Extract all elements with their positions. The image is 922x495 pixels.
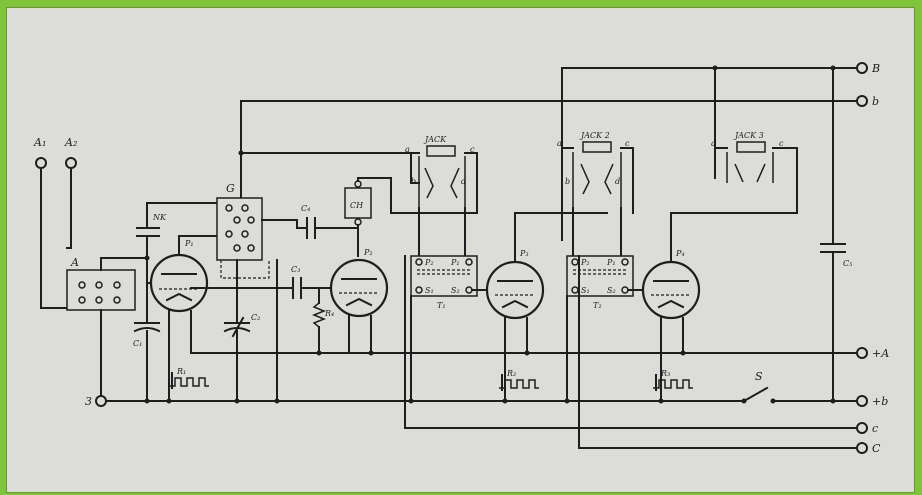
- label-ch: CH: [350, 201, 364, 210]
- t2-pin-s2: S₂: [607, 286, 616, 295]
- label-terminal-c-small: c: [872, 422, 878, 435]
- jack-1-pin-a: a: [405, 145, 410, 154]
- label-t2: T₂: [593, 301, 602, 310]
- schematic-diagram: A₁ A₂ A NK C₁ P₁ R₁ G C₂ C₄: [33, 62, 889, 455]
- label-p3: P₃: [519, 249, 529, 258]
- label-p2: P₂: [363, 248, 373, 257]
- label-c3: C₃: [291, 265, 300, 274]
- wire-a1: [40, 167, 68, 309]
- jack-1-head: [426, 145, 456, 157]
- terminal-b-plus[interactable]: [856, 62, 868, 74]
- label-terminal-b-small: b: [872, 95, 879, 108]
- switch-s[interactable]: [742, 386, 769, 403]
- condenser-c1: [133, 322, 161, 333]
- label-g: G: [226, 182, 235, 195]
- t2-pin-p1: P₂: [580, 258, 590, 267]
- jack-1-pin-d: d: [461, 177, 466, 186]
- terminal-plus-b[interactable]: [856, 395, 868, 407]
- jack-2-pin-d: d: [615, 177, 620, 186]
- jack-1-pin-b: b: [411, 177, 416, 186]
- jack-3-pin-a: a: [711, 139, 716, 148]
- grid-leak-r4: [311, 302, 327, 328]
- rheostat-r3: [653, 379, 693, 389]
- antenna-terminal-a1[interactable]: [35, 157, 47, 169]
- condenser-c4: [306, 217, 316, 239]
- antenna-terminal-a2[interactable]: [65, 157, 77, 169]
- label-c1: C₁: [133, 339, 142, 348]
- label-terminal-c: C: [872, 442, 881, 455]
- label-r2: R₂: [506, 369, 516, 378]
- label-a: A: [70, 256, 79, 269]
- label-p1: P₁: [184, 239, 194, 248]
- wire-nk-up: [146, 202, 242, 229]
- wire-var-top: [100, 257, 148, 271]
- condenser-c5: [820, 243, 846, 253]
- label-jack-2: JACK 2: [579, 131, 610, 140]
- label-a2: A₂: [64, 136, 77, 149]
- terminal-c-big[interactable]: [856, 442, 868, 454]
- transformer-t1: [410, 255, 478, 297]
- label-r1: R₁: [176, 367, 186, 376]
- choke-ch: [344, 187, 372, 219]
- label-a1: A₁: [33, 136, 46, 149]
- tube-p4: [641, 260, 701, 320]
- wire-a2: [66, 167, 72, 249]
- label-nk: NK: [152, 213, 167, 222]
- t1-pin-s1: S₁: [425, 286, 434, 295]
- label-terminal-plus-b: +b: [872, 395, 888, 408]
- t2-pin-p2: P₁: [606, 258, 616, 267]
- jack-2-pin-a: a: [557, 139, 562, 148]
- transformer-t2: [566, 255, 634, 297]
- t2-pin-s1: S₁: [581, 286, 590, 295]
- schematic-paper: A₁ A₂ A NK C₁ P₁ R₁ G C₂ C₄: [6, 7, 915, 493]
- condenser-c3: [292, 277, 302, 299]
- label-jack-1: JACK: [423, 135, 447, 144]
- label-jack-3: JACK 3: [733, 131, 764, 140]
- label-p4: P₄: [675, 249, 685, 258]
- t1-pin-s2: S₂: [451, 286, 460, 295]
- label-r4: R₄: [324, 309, 334, 318]
- terminal-plus-a[interactable]: [856, 347, 868, 359]
- label-ground: 3: [85, 395, 92, 408]
- tube-p1: [149, 253, 209, 313]
- rheostat-r1: [169, 377, 209, 387]
- label-terminal-plus-a: +A: [872, 347, 889, 360]
- tube-p3: [485, 260, 545, 320]
- condenser-nk: [136, 227, 160, 237]
- label-c2: C₂: [251, 313, 260, 322]
- t1-pin-p2: P₁: [450, 258, 460, 267]
- ground-terminal[interactable]: [95, 395, 107, 407]
- rheostat-r2: [499, 379, 539, 389]
- label-r3: R₃: [660, 369, 670, 378]
- terminal-b[interactable]: [856, 95, 868, 107]
- jack-3-head: [736, 141, 766, 153]
- variometer-a: [66, 269, 136, 311]
- t1-pin-p1: P₂: [424, 258, 434, 267]
- jack-2-pin-c: c: [625, 139, 630, 148]
- label-c5: C₅: [843, 259, 853, 268]
- terminal-c[interactable]: [856, 422, 868, 434]
- jack-3-pin-c: c: [779, 139, 784, 148]
- label-terminal-b: B: [871, 62, 880, 75]
- label-s: S: [755, 370, 763, 383]
- jack-2-pin-b: b: [565, 177, 570, 186]
- label-c4: C₄: [301, 204, 310, 213]
- jack-2-head: [582, 141, 612, 153]
- jack-1-pin-c: c: [470, 145, 475, 154]
- label-t1: T₁: [437, 301, 446, 310]
- tube-p2: [329, 258, 389, 318]
